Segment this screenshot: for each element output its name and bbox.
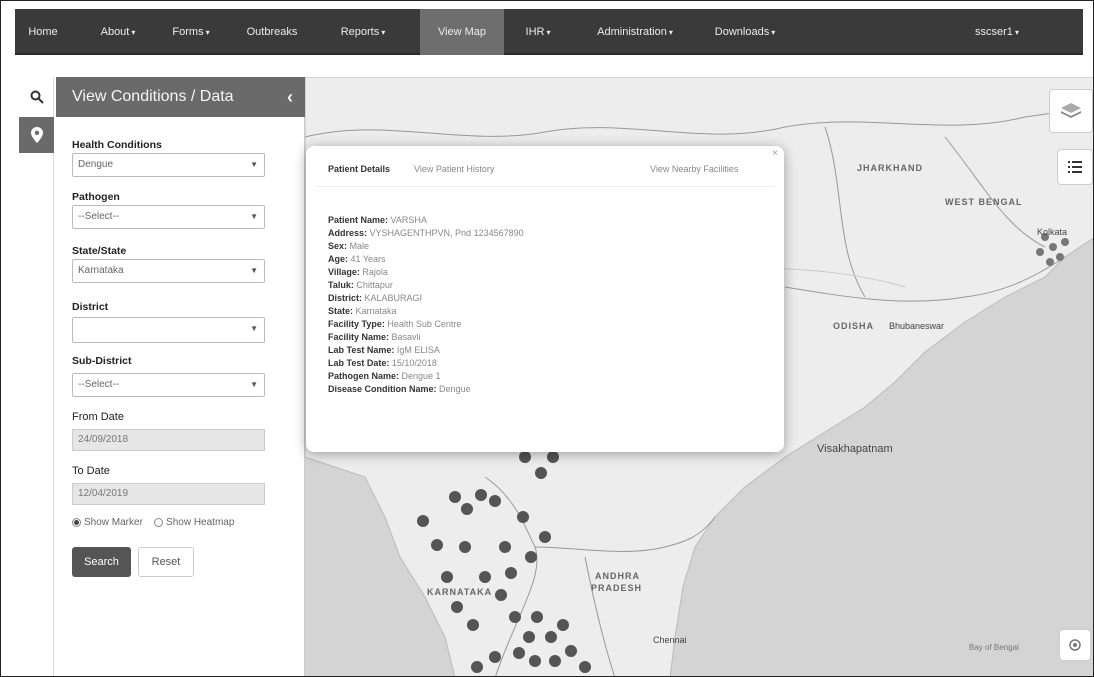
- close-icon[interactable]: ×: [772, 148, 778, 159]
- city-label: Visakhapatnam: [817, 443, 893, 455]
- detail-row: Facility Type: Health Sub Centre: [328, 319, 462, 329]
- detail-row: Facility Name: Basavli: [328, 332, 421, 342]
- city-label: Bhubaneswar: [889, 321, 945, 331]
- nav-about[interactable]: About▾: [100, 26, 136, 38]
- district-select[interactable]: ▼: [72, 317, 265, 343]
- chevron-down-icon: ▾: [205, 28, 210, 37]
- sidebar-title: View Conditions / Data: [72, 88, 234, 105]
- map-pin-icon: [30, 127, 43, 143]
- state-value: Karnataka: [78, 265, 124, 276]
- map-sea-label: Bay of Bengal: [969, 643, 1019, 652]
- chevron-down-icon: ▾: [131, 28, 136, 37]
- city-label: Kolkata: [1037, 227, 1068, 237]
- locate-icon: [1069, 639, 1081, 651]
- layers-icon: [1061, 103, 1081, 118]
- top-navbar: Home About▾ Forms▾ Outbreaks Reports▾ Vi…: [15, 9, 1083, 55]
- from-date-input[interactable]: 24/09/2018: [72, 429, 265, 451]
- state-select[interactable]: Karnataka ▼: [72, 259, 265, 283]
- patient-info-popup: × Patient Details View Patient History V…: [306, 146, 784, 452]
- search-button[interactable]: Search: [72, 547, 131, 577]
- filter-sidebar: View Conditions / Data ‹ Health Conditio…: [56, 77, 305, 676]
- detail-row: State: Karnataka: [328, 306, 397, 316]
- chevron-down-icon: ▼: [250, 212, 258, 221]
- region-label: ODISHA: [833, 321, 875, 331]
- show-marker-label: Show Marker: [84, 517, 143, 528]
- subdistrict-select[interactable]: --Select-- ▼: [72, 373, 265, 397]
- tab-patient-history[interactable]: View Patient History: [414, 164, 495, 174]
- nav-downloads[interactable]: Downloads▾: [714, 26, 776, 38]
- tab-nearby-facilities[interactable]: View Nearby Facilities: [650, 164, 739, 174]
- detail-row: Pathogen Name: Dengue 1: [328, 371, 441, 381]
- region-label: WEST BENGAL: [945, 197, 1023, 207]
- detail-row: Village: Rajola: [328, 267, 388, 277]
- chevron-down-icon: ▾: [668, 28, 673, 37]
- tool-strip: [19, 77, 54, 676]
- chevron-down-icon: ▼: [250, 266, 258, 275]
- city-label: Chennai: [653, 635, 687, 645]
- to-date-input[interactable]: 12/04/2019: [72, 483, 265, 505]
- tab-patient-details[interactable]: Patient Details: [328, 164, 391, 174]
- chevron-down-icon: ▾: [771, 28, 776, 37]
- chevron-down-icon: ▾: [381, 28, 386, 37]
- search-icon: [30, 90, 44, 104]
- marker-cluster[interactable]: [417, 451, 591, 673]
- detail-row: Disease Condition Name: Dengue: [328, 384, 471, 394]
- patient-details-list: Patient Name: VARSHA Address: VYSHAGENTH…: [328, 214, 524, 396]
- nav-forms[interactable]: Forms▾: [172, 26, 210, 38]
- display-mode-radios: Show Marker Show Heatmap: [72, 517, 234, 528]
- list-icon: [1068, 161, 1082, 173]
- detail-row: Lab Test Date: 15/10/2018: [328, 358, 437, 368]
- chevron-down-icon: ▾: [546, 28, 551, 37]
- chevron-down-icon: ▼: [250, 380, 258, 389]
- show-heatmap-label: Show Heatmap: [166, 517, 235, 528]
- detail-row: Lab Test Name: IgM ELISA: [328, 345, 440, 355]
- health-conditions-select[interactable]: Dengue ▼: [72, 153, 265, 177]
- filter-tool-button[interactable]: [19, 117, 54, 153]
- nav-ihr[interactable]: IHR▾: [525, 26, 551, 38]
- pathogen-value: --Select--: [78, 211, 120, 222]
- user-menu[interactable]: sscser1▾: [975, 26, 1019, 38]
- subdistrict-label: Sub-District: [72, 355, 132, 367]
- detail-row: Sex: Male: [328, 241, 370, 251]
- detail-row: Address: VYSHAGENTHPVN, Pnd 1234567890: [328, 228, 524, 238]
- region-label: JHARKHAND: [857, 163, 924, 173]
- detail-row: Age: 41 Years: [328, 254, 386, 264]
- region-label: ANDHRA: [595, 571, 640, 581]
- layers-button[interactable]: [1049, 89, 1093, 133]
- search-tool-button[interactable]: [19, 79, 54, 115]
- region-label: KARNATAKA: [427, 587, 493, 597]
- nav-home[interactable]: Home: [28, 26, 58, 38]
- from-date-label: From Date: [72, 411, 124, 423]
- pathogen-select[interactable]: --Select-- ▼: [72, 205, 265, 229]
- show-heatmap-radio[interactable]: [154, 517, 164, 527]
- health-conditions-value: Dengue: [78, 159, 114, 170]
- popup-divider: [316, 186, 774, 187]
- chevron-down-icon: ▼: [250, 324, 258, 333]
- locate-button[interactable]: [1059, 629, 1091, 661]
- district-label: District: [72, 301, 109, 313]
- reset-button[interactable]: Reset: [138, 547, 194, 577]
- detail-row: Taluk: Chittapur: [328, 280, 393, 290]
- nav-view-map[interactable]: View Map: [420, 9, 504, 55]
- subdistrict-value: --Select--: [78, 379, 120, 390]
- detail-row: Patient Name: VARSHA: [328, 215, 427, 225]
- nav-administration[interactable]: Administration▾: [597, 26, 673, 38]
- show-marker-radio[interactable]: [72, 517, 81, 527]
- detail-row: District: KALABURAGI: [328, 293, 423, 303]
- chevron-left-icon[interactable]: ‹: [287, 87, 293, 107]
- sidebar-header: View Conditions / Data ‹: [56, 77, 305, 117]
- nav-reports[interactable]: Reports▾: [340, 26, 386, 38]
- nav-outbreaks[interactable]: Outbreaks: [246, 26, 298, 38]
- region-label: PRADESH: [591, 583, 643, 593]
- state-label: State/State: [72, 245, 127, 257]
- pathogen-label: Pathogen: [72, 191, 120, 203]
- marker-cluster[interactable]: [1036, 233, 1069, 266]
- health-conditions-label: Health Conditions: [72, 139, 162, 151]
- chevron-down-icon: ▼: [250, 160, 258, 169]
- legend-button[interactable]: [1057, 149, 1093, 185]
- chevron-down-icon: ▾: [1014, 28, 1019, 37]
- to-date-label: To Date: [72, 465, 110, 477]
